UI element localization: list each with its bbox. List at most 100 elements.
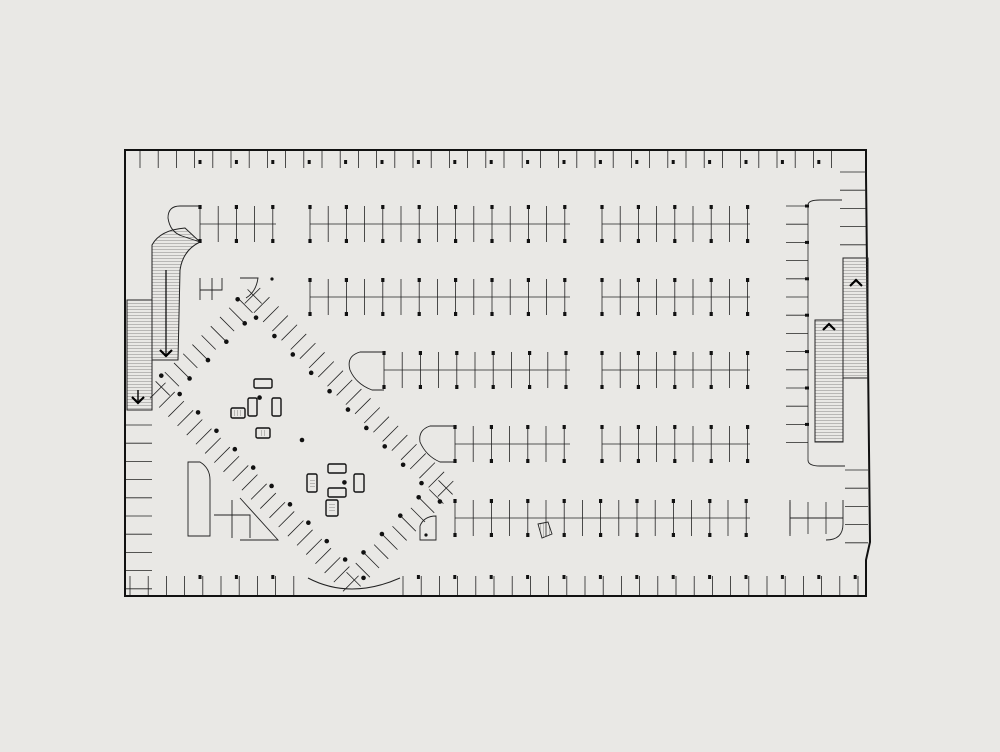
column — [364, 425, 369, 431]
column — [671, 160, 675, 164]
parking-stalls — [126, 151, 868, 595]
column — [708, 499, 712, 503]
corner-bay — [789, 500, 844, 541]
diagonal-stall-line — [327, 370, 344, 387]
column — [744, 499, 748, 503]
column — [636, 239, 640, 243]
stair-hatch — [310, 478, 315, 488]
diagonal-stall-line — [438, 480, 453, 495]
booth — [419, 515, 437, 541]
diagonal-stall-line — [355, 562, 371, 578]
column — [805, 386, 809, 390]
diagonal-stall-line — [333, 566, 350, 583]
column — [234, 575, 238, 579]
diagonal-stall-line — [155, 381, 171, 396]
diagonal-stall-line — [346, 571, 361, 587]
core-element — [253, 378, 273, 389]
diagonal-stall-line — [296, 529, 313, 546]
column — [709, 425, 713, 429]
diagonal-stall-line — [223, 455, 240, 473]
column — [600, 278, 604, 282]
column — [635, 575, 639, 579]
column — [308, 239, 312, 243]
column — [636, 351, 640, 355]
column — [453, 533, 457, 537]
column — [382, 444, 388, 449]
column — [454, 278, 458, 282]
column — [379, 531, 385, 537]
column — [416, 494, 421, 500]
column — [563, 205, 567, 209]
column — [636, 278, 640, 282]
column — [198, 239, 202, 243]
ramp-right-lower — [814, 319, 844, 443]
column — [416, 160, 420, 164]
lower-pocket — [187, 461, 211, 537]
column — [158, 373, 164, 378]
ramp-left-lower — [126, 299, 153, 411]
column — [563, 278, 567, 282]
column — [198, 575, 202, 579]
column — [563, 239, 567, 243]
diagonal-stall-line — [228, 307, 244, 323]
column — [673, 385, 677, 389]
column — [636, 459, 640, 463]
column — [361, 575, 366, 581]
column — [381, 239, 385, 243]
column — [673, 205, 677, 209]
column — [489, 160, 493, 164]
column — [526, 459, 530, 463]
column — [454, 239, 458, 243]
diagonal-stall-line — [305, 538, 323, 555]
column — [671, 575, 675, 579]
column — [382, 351, 386, 355]
column — [746, 385, 750, 389]
column — [673, 459, 677, 463]
diagonal-stall-line — [192, 344, 207, 359]
column — [381, 278, 385, 282]
column — [564, 351, 568, 355]
column — [673, 425, 677, 429]
column — [853, 575, 857, 579]
column — [746, 425, 750, 429]
column — [416, 575, 420, 579]
column — [709, 312, 713, 316]
column — [382, 385, 386, 389]
column — [744, 160, 748, 164]
diagonal-stall-line — [164, 371, 180, 387]
diagonal-stall-line — [177, 410, 194, 427]
diagonal-stall-line — [324, 557, 341, 574]
diagonal-stall-line — [428, 471, 445, 488]
column — [599, 499, 603, 503]
column — [234, 239, 238, 243]
bay-end — [807, 459, 845, 467]
diagonal-stall-line — [392, 525, 407, 541]
column — [417, 205, 421, 209]
column — [599, 533, 603, 537]
column — [307, 160, 311, 164]
column — [673, 351, 677, 355]
diagonal-stall-line — [308, 352, 325, 369]
column — [708, 160, 712, 164]
bay-end — [807, 199, 842, 206]
core-element — [255, 427, 271, 439]
column — [397, 513, 403, 518]
column — [564, 385, 568, 389]
diagonal-stall-line — [253, 296, 270, 314]
column — [562, 575, 566, 579]
column — [709, 459, 713, 463]
column — [489, 459, 493, 463]
diagonal-stall-line — [195, 428, 212, 445]
island-end — [348, 351, 384, 391]
stair-hatch — [234, 410, 242, 416]
column — [345, 407, 351, 412]
diagonal-stall-line — [278, 511, 295, 528]
column — [528, 385, 532, 389]
diagonal-stall-line — [363, 407, 381, 424]
column — [250, 465, 256, 470]
diagonal-stall-line — [419, 462, 436, 479]
core-element — [247, 397, 258, 417]
column — [805, 240, 809, 244]
column — [526, 499, 530, 503]
column — [419, 480, 424, 486]
